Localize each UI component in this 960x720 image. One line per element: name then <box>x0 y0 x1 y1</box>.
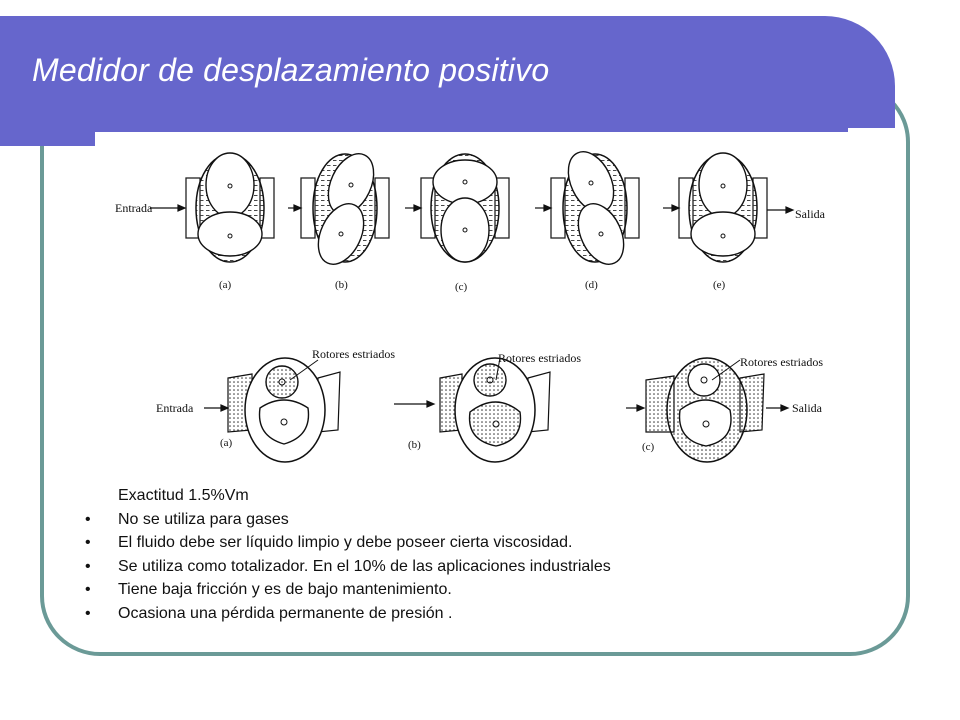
list-item: Ocasiona una pérdida permanente de presi… <box>78 602 858 626</box>
slide-title: Medidor de desplazamiento positivo <box>32 52 550 88</box>
top-outlet-arrow <box>767 206 795 214</box>
title-accent-strip <box>0 132 95 146</box>
list-item: Exactitud 1.5%Vm <box>118 487 249 504</box>
top-panel-a <box>185 152 275 263</box>
top-outlet-label: Salida <box>795 207 826 221</box>
top-panel-b <box>300 153 390 265</box>
rotor-label-a: Rotores estriados <box>312 347 395 361</box>
bottom-panel-label-a: (a) <box>220 437 233 449</box>
bottom-panel-b <box>439 357 551 463</box>
top-panel-label-b: (b) <box>335 279 348 291</box>
top-panel-label-e: (e) <box>713 279 726 291</box>
top-panel-e <box>678 152 768 263</box>
top-panel-label-d: (d) <box>585 279 598 291</box>
top-panel-label-a: (a) <box>219 279 232 291</box>
oval-gear-meter-diagram: Entrada Salida (a) (b) (c) (d) (e) <box>115 151 826 293</box>
top-panel-c <box>420 153 510 263</box>
top-panel-label-c: (c) <box>455 281 468 293</box>
lobed-rotor-meter-diagram: Entrada Salida Rotores estriados Rotores… <box>156 347 823 463</box>
bottom-panel-label-b: (b) <box>408 439 421 451</box>
rotor-label-c: Rotores estriados <box>740 355 823 369</box>
bottom-outlet-label: Salida <box>792 401 823 415</box>
feature-list: Exactitud 1.5%Vm No se utiliza para gase… <box>78 484 858 625</box>
bottom-inlet-label: Entrada <box>156 401 194 415</box>
title-bar <box>0 16 895 132</box>
top-inlet-label: Entrada <box>115 201 153 215</box>
top-panel-d <box>550 151 640 265</box>
rotor-label-b: Rotores estriados <box>498 351 581 365</box>
list-item: Tiene baja fricción y es de bajo manteni… <box>78 578 858 602</box>
bottom-outlet-arrow <box>766 404 790 412</box>
bottom-inlet-arrow <box>204 400 646 412</box>
list-item: El fluido debe ser líquido limpio y debe… <box>78 531 858 555</box>
list-item: No se utiliza para gases <box>78 508 858 532</box>
bottom-panel-a <box>227 357 341 463</box>
bottom-panel-c <box>645 357 765 463</box>
list-item: Se utiliza como totalizador. En el 10% d… <box>78 555 858 579</box>
bottom-panel-label-c: (c) <box>642 441 655 453</box>
top-inlet-arrow <box>150 204 681 212</box>
